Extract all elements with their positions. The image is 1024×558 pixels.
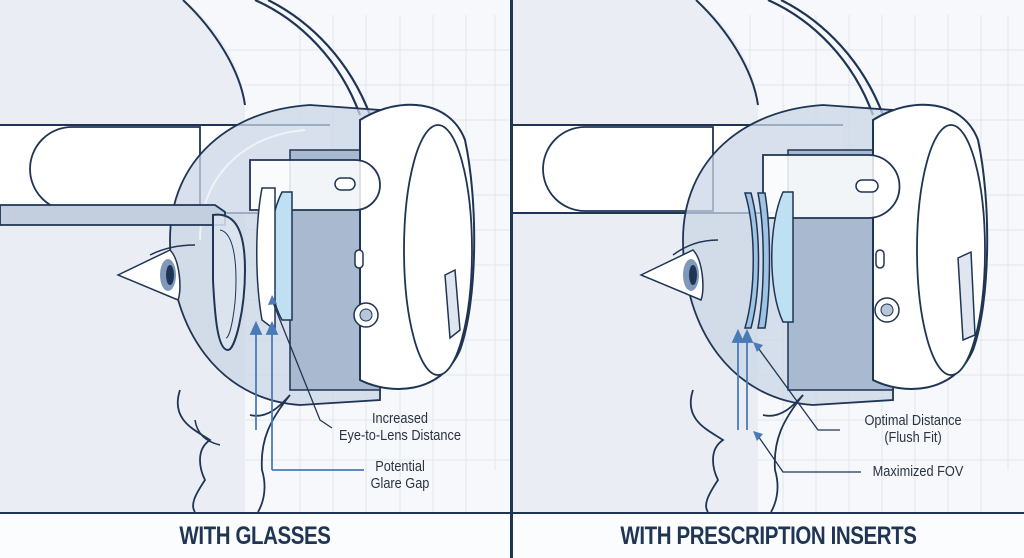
callout-glare-gap: Potential Glare Gap [370,458,430,492]
callout-maximized-fov: Maximized FOV [872,463,964,480]
inserts-illustration [513,0,1024,512]
callout-arrows [731,328,754,430]
callout-arrows [249,320,364,471]
caption-separator [0,512,1024,514]
glasses-temple [0,204,226,226]
glasses-illustration [0,0,510,512]
prescription-insert-outer [743,192,760,329]
callout-optimal-distance: Optimal Distance (Flush Fit) [864,412,962,446]
callout-eye-to-lens-distance: Increased Eye-to-Lens Distance [339,410,461,444]
headset-lens [771,191,794,323]
caption-with-prescription-inserts: WITH PRESCRIPTION INSERTS [620,521,917,550]
caption-with-glasses: WITH GLASSES [179,521,331,550]
panel-with-prescription-inserts: Optimal Distance (Flush Fit) Maximized F… [513,0,1024,512]
panel-with-glasses: Increased Eye-to-Lens Distance Potential… [0,0,510,512]
glasses-frame [212,213,247,352]
prescription-insert-inner [757,192,771,329]
panel-divider [510,0,513,558]
